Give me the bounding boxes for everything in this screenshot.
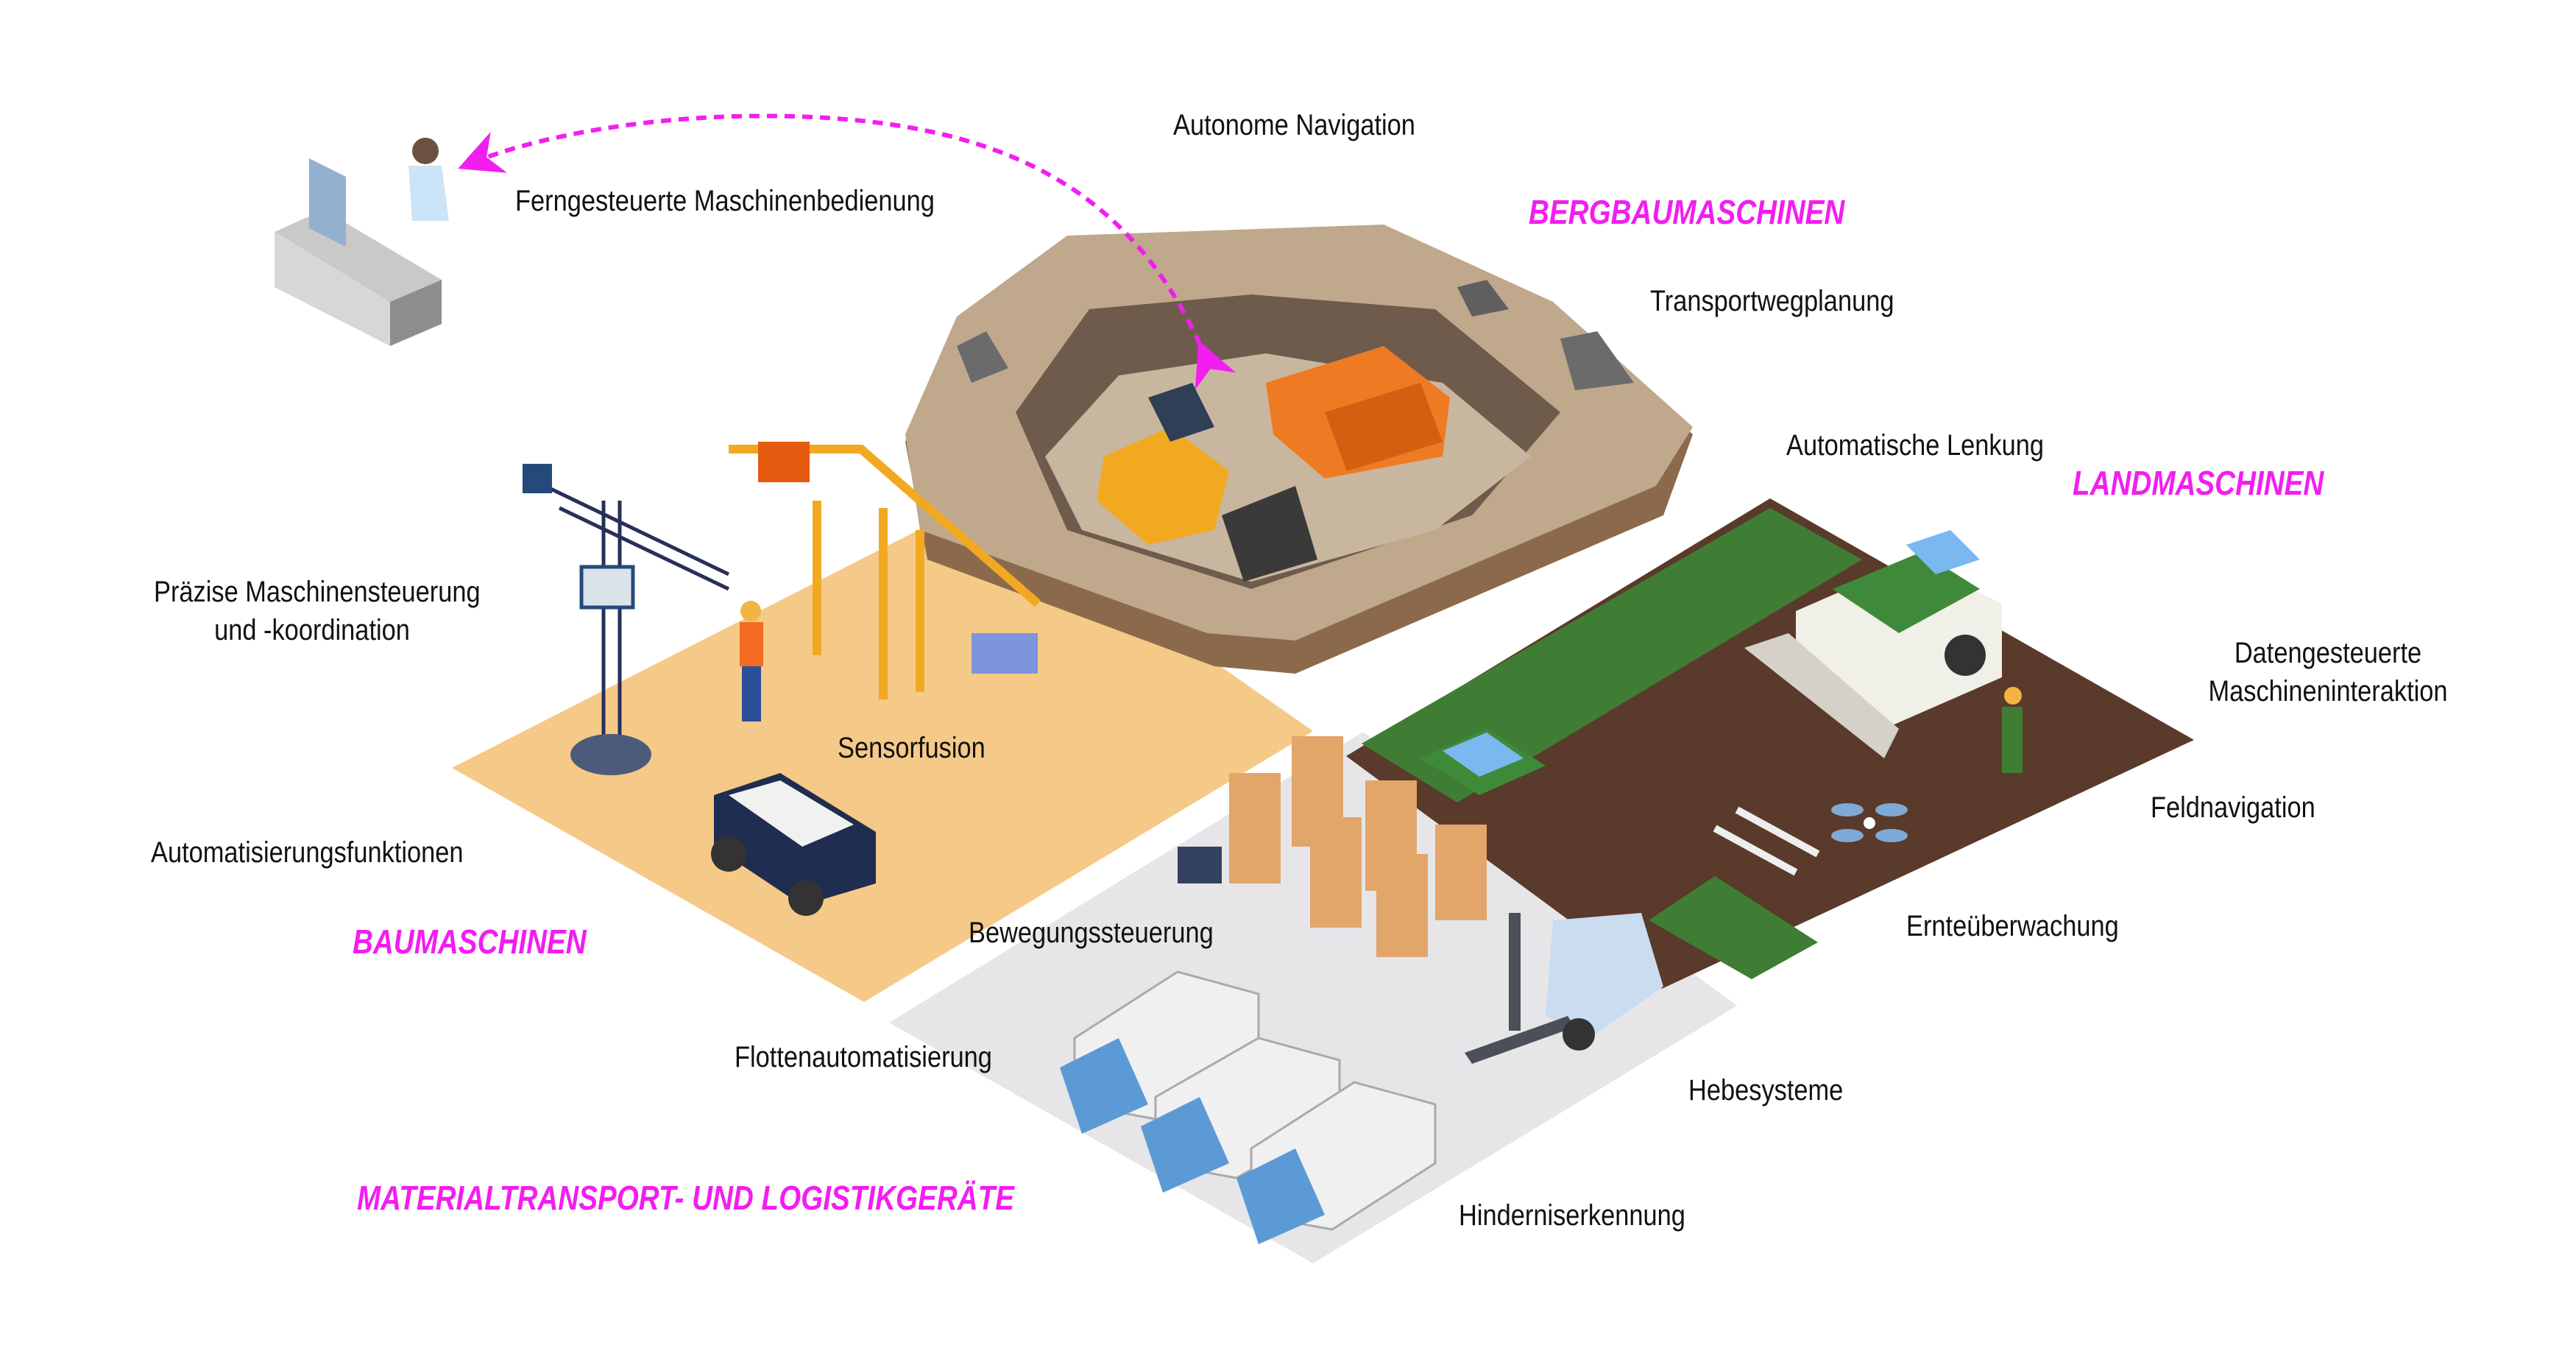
construction-site-ground	[452, 498, 1313, 1002]
sprinklers	[1713, 806, 1820, 876]
label-precise-control-line1: Präzise Maschinensteuerung	[154, 576, 481, 608]
category-agriculture: LANDMASCHINEN	[2073, 464, 2324, 502]
remote-operator-workstation	[275, 138, 449, 346]
label-field-navigation: Feldnavigation	[2151, 791, 2315, 824]
label-harvest-monitoring: Ernteüberwachung	[1906, 910, 2119, 942]
label-automatic-steering: Automatische Lenkung	[1786, 429, 2044, 462]
harvester	[1744, 530, 2002, 758]
label-data-driven: Datengesteuerte Maschineninteraktion	[2170, 635, 2486, 709]
label-precise-control: Präzise Maschinensteuerung und -koordina…	[154, 574, 481, 648]
category-logistics: MATERIALTRANSPORT- UND LOGISTIKGERÄTE	[357, 1179, 1015, 1217]
forklift	[1465, 913, 1663, 1064]
tower-crane	[523, 464, 730, 775]
label-fleet-automation: Flottenautomatisierung	[735, 1041, 992, 1073]
remote-control-arrow	[458, 113, 1236, 390]
drone	[1831, 803, 1908, 842]
label-autonomous-navigation: Autonome Navigation	[1173, 109, 1415, 141]
label-precise-control-line2: und -koordination	[214, 614, 410, 646]
field-robot	[1420, 729, 1546, 795]
construction-worker	[740, 601, 763, 721]
label-lifting-systems: Hebesysteme	[1688, 1074, 1844, 1107]
delivery-trucks	[1060, 970, 1437, 1244]
category-construction: BAUMASCHINEN	[353, 922, 587, 961]
label-remote-operation: Ferngesteuerte Maschinenbedienung	[515, 185, 935, 217]
label-motion-control: Bewegungssteuerung	[969, 917, 1214, 949]
label-route-planning: Transportwegplanung	[1650, 285, 1894, 317]
label-automation-functions: Automatisierungsfunktionen	[151, 836, 464, 869]
category-mining: BERGBAUMASCHINEN	[1529, 193, 1845, 231]
label-obstacle-detection: Hinderniserkennung	[1459, 1199, 1685, 1232]
warehouse-shelves	[1178, 736, 1487, 957]
autonomous-compactor	[711, 773, 876, 916]
farmer	[2002, 687, 2023, 773]
label-data-driven-line1: Datengesteuerte	[2234, 637, 2422, 669]
label-sensor-fusion: Sensorfusion	[838, 732, 986, 764]
label-data-driven-line2: Maschineninteraktion	[2208, 675, 2448, 708]
gantry-crane	[729, 442, 1041, 699]
